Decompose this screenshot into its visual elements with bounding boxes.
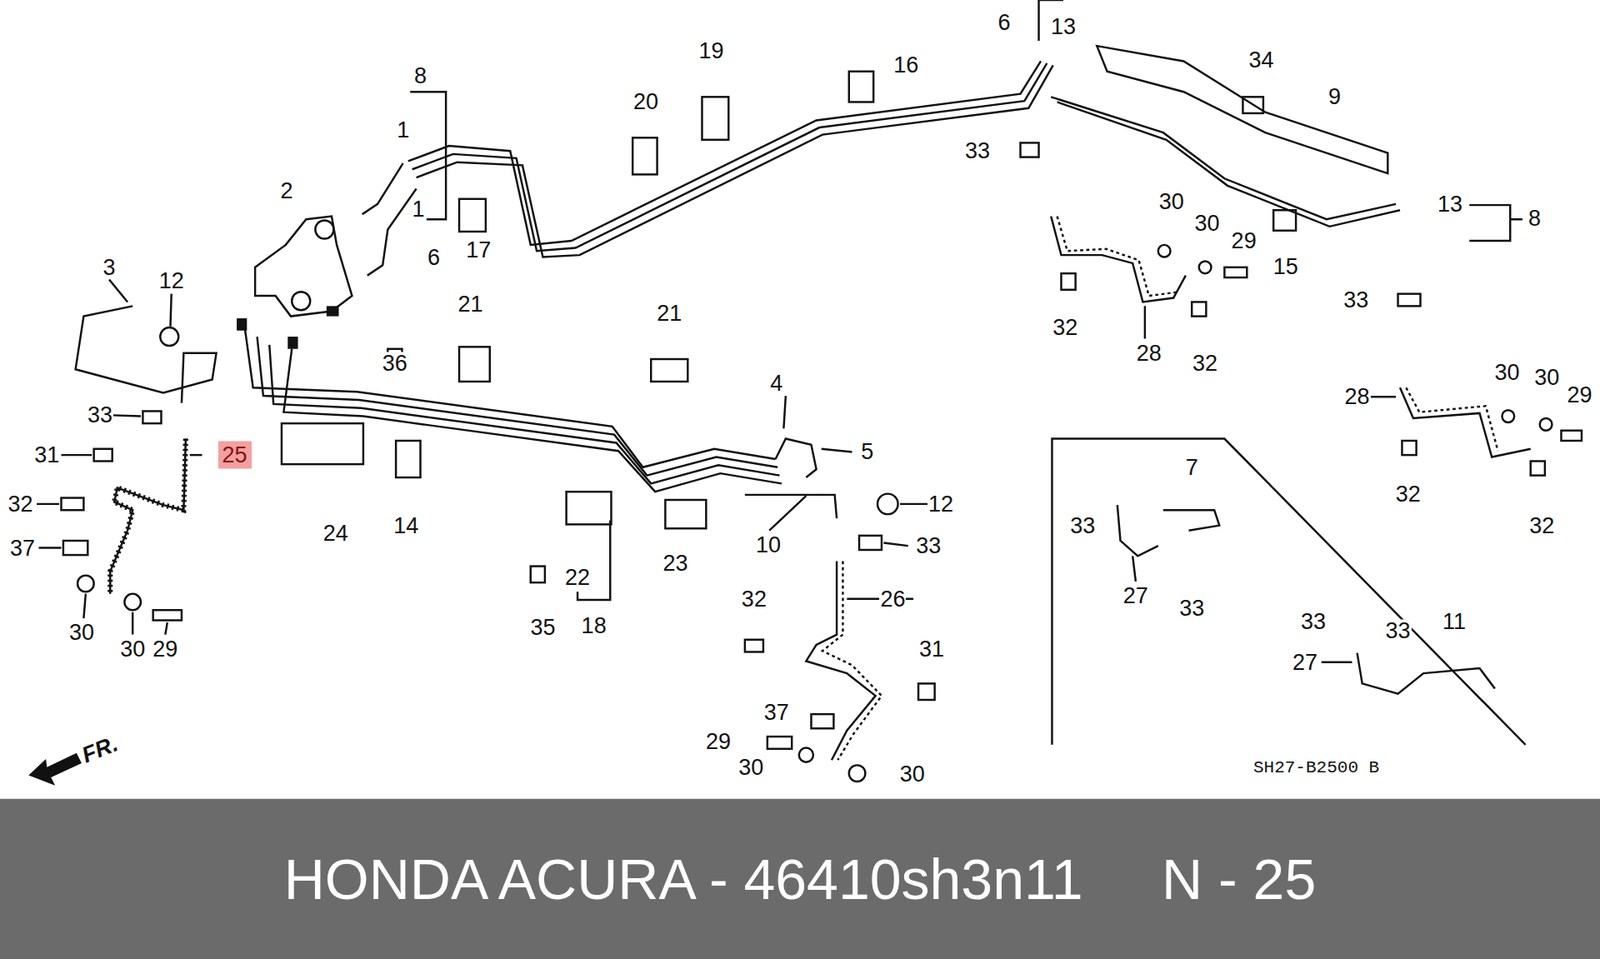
callout-number: 32	[740, 587, 768, 610]
caption: HONDA ACURA - 46410sh3n11 N - 25	[0, 799, 1600, 959]
callout-number: 31	[33, 444, 60, 467]
callout-number: 25	[222, 442, 248, 468]
callout-number: 5	[860, 440, 875, 464]
callout-number: 28	[1135, 341, 1163, 365]
callout-number: 29	[705, 730, 732, 754]
callout-number: 21	[456, 292, 484, 315]
callout-number: 33	[1069, 514, 1096, 537]
callout-number: 35	[529, 616, 556, 640]
callout-number: 10	[755, 533, 782, 556]
callout-number: 34	[1247, 49, 1275, 72]
callout-number: 37	[763, 700, 790, 724]
callout-number: 17	[465, 239, 492, 262]
callout-number: 27	[1291, 650, 1319, 674]
callout-number: 8	[413, 64, 428, 87]
callout-number: 9	[1327, 85, 1342, 109]
direction-label: FR.	[78, 732, 122, 768]
callout-number: 22	[564, 566, 591, 590]
callout-number: 30	[737, 755, 765, 779]
callout-number: 18	[580, 614, 608, 637]
callout-number: 29	[1230, 229, 1258, 252]
callout-number: 30	[1158, 190, 1185, 214]
callout-number: 3	[102, 255, 117, 279]
callout-number: 32	[1395, 482, 1422, 505]
callout-number: 15	[1272, 255, 1300, 278]
callout-number: 20	[632, 90, 660, 114]
callout-number: 21	[655, 301, 683, 325]
caption-band	[0, 799, 1600, 959]
callout-number: 33	[1178, 596, 1205, 620]
callout-number: 33	[915, 535, 942, 558]
callout-number: 1	[411, 198, 426, 221]
callout-number: 28	[1344, 385, 1371, 409]
callout-number: 19	[697, 40, 725, 63]
callout-number: 13	[1050, 15, 1077, 38]
callout-number: 24	[322, 522, 350, 545]
callout-number: 7	[1185, 455, 1200, 479]
callout-number: 29	[151, 637, 179, 660]
callout-number: 33	[964, 140, 991, 163]
callout-number: 23	[662, 551, 690, 575]
callout-number: 27	[1122, 585, 1150, 608]
callout-number: 30	[1494, 360, 1521, 384]
callout-number: 33	[1300, 610, 1327, 633]
callout-number: 30	[1533, 366, 1560, 390]
callout-number: 2	[280, 179, 295, 202]
callout-number: 31	[918, 637, 945, 660]
highlighted-callout: 25	[218, 441, 252, 470]
callout-number: 6	[996, 10, 1011, 34]
callout-number: 30	[1194, 212, 1221, 235]
callout-number: 32	[1528, 514, 1555, 537]
callout-number: 11	[1441, 610, 1467, 633]
callout-number: 37	[9, 536, 36, 560]
callout-number: 30	[68, 621, 95, 645]
callout-number: 33	[1342, 289, 1370, 312]
callout-number: 12	[927, 492, 955, 515]
callout-number: 14	[392, 514, 420, 537]
callout-number: 29	[1565, 383, 1593, 406]
callout-number: 36	[381, 351, 409, 375]
callout-number: 16	[892, 54, 920, 77]
callout-number: 33	[86, 404, 114, 427]
callout-number: 1	[395, 118, 410, 141]
callout-number: 32	[1051, 316, 1079, 340]
callout-number: 30	[899, 763, 926, 786]
callout-number: 33	[1385, 619, 1412, 642]
callout-number: 26	[879, 587, 906, 610]
callout-number: 32	[6, 492, 34, 515]
callout-number: 8	[1527, 207, 1542, 230]
callout-number: 4	[769, 372, 784, 395]
callout-number: 6	[426, 245, 441, 269]
callout-number: 32	[1191, 351, 1219, 375]
callout-number: 12	[158, 269, 185, 292]
callout-number: 13	[1436, 192, 1464, 215]
diagram-code: SH27-B2500 B	[1252, 758, 1380, 776]
callout-number: 30	[119, 637, 146, 660]
